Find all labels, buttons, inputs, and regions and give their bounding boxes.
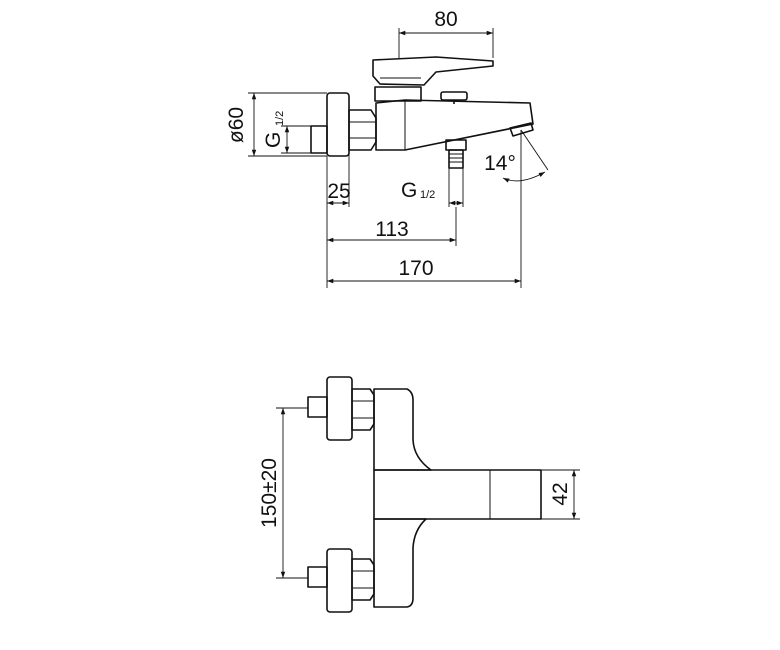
upper-hex-nut (351, 388, 375, 431)
wall-flange (326, 92, 350, 157)
dim-diameter: ø60 (225, 107, 248, 143)
lower-flange (326, 548, 353, 613)
mixer-body (375, 99, 534, 151)
dim-centers: 150±20 (258, 458, 281, 528)
inlet-pipe-stub (310, 125, 328, 154)
front-view: 150±20 42 (258, 376, 580, 613)
thread-left-label: G (262, 132, 285, 148)
thread-bottom-fraction: 1/2 (420, 189, 435, 201)
dim-total: 170 (398, 257, 433, 280)
lower-pipe-stub (307, 566, 328, 588)
diverter-knob (440, 91, 468, 101)
spout-front (373, 469, 542, 520)
dim-angle: 14° (484, 152, 516, 175)
dim-offset: 25 (327, 180, 350, 203)
thread-bottom-label: G (401, 179, 417, 202)
upper-flange (326, 376, 353, 441)
side-view: 80 ø60 G 1/2 25 G 1/2 14° 113 (225, 8, 549, 288)
cartridge-base (374, 86, 422, 102)
dim-spout-height: 42 (549, 482, 572, 505)
mixer-body-front (373, 388, 432, 471)
upper-pipe-stub (307, 396, 328, 418)
dim-top-width: 80 (434, 8, 457, 31)
lever-handle (372, 56, 494, 86)
spout-aerator (509, 122, 534, 137)
hex-nut (348, 109, 377, 151)
thread-left-fraction: 1/2 (274, 111, 286, 126)
dim-inlet: 113 (375, 218, 408, 241)
lower-hex-nut (351, 558, 375, 601)
